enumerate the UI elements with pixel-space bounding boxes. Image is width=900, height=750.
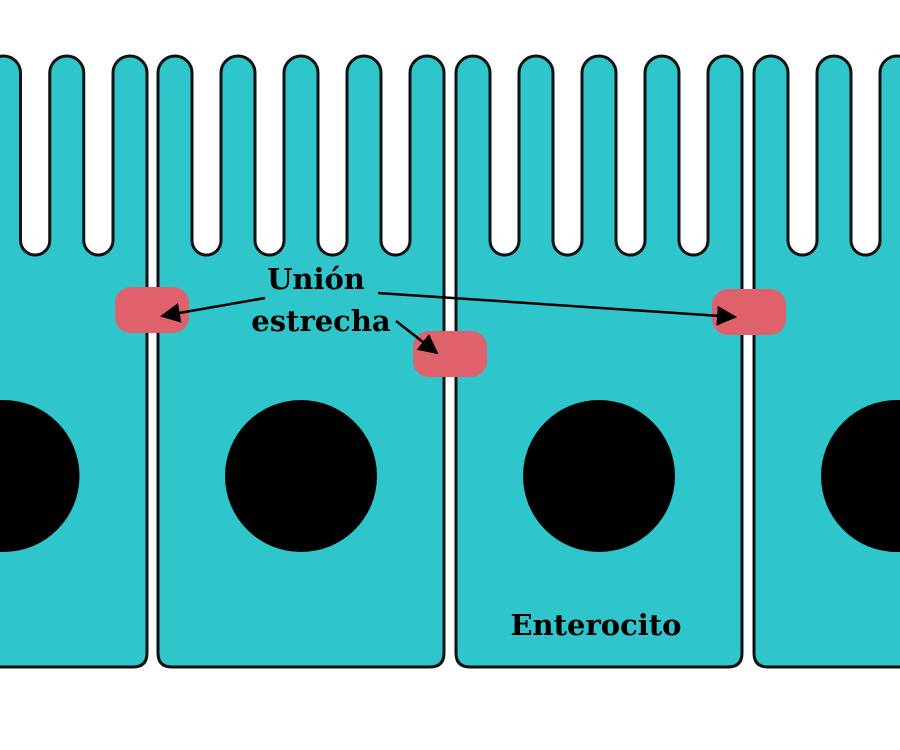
junction-label-line2: estrecha bbox=[251, 304, 391, 338]
enterocyte-label: Enterocito bbox=[510, 608, 681, 642]
cell-body bbox=[156, 54, 446, 669]
tight-junction-1 bbox=[115, 287, 189, 333]
nucleus bbox=[0, 400, 80, 552]
tight-junction-2 bbox=[413, 331, 487, 377]
arrow-1 bbox=[160, 296, 266, 323]
enterocyte-cell-4 bbox=[752, 54, 900, 669]
nucleus bbox=[821, 400, 900, 552]
cell-body bbox=[752, 54, 900, 669]
enterocyte-cell-2 bbox=[156, 54, 446, 669]
junction-label-line1: Unión bbox=[267, 262, 365, 296]
enterocyte-cells bbox=[0, 54, 900, 669]
annotation-arrows bbox=[160, 291, 737, 355]
enterocyte-cell-3 bbox=[454, 54, 744, 669]
enterocyte-cell-1 bbox=[0, 54, 149, 669]
arrow-2 bbox=[377, 291, 737, 326]
tight-junction-3 bbox=[712, 289, 786, 335]
arrow-3 bbox=[395, 320, 439, 355]
cell-body bbox=[0, 54, 149, 669]
cell-body bbox=[454, 54, 744, 669]
nucleus bbox=[523, 400, 675, 552]
nucleus bbox=[225, 400, 377, 552]
